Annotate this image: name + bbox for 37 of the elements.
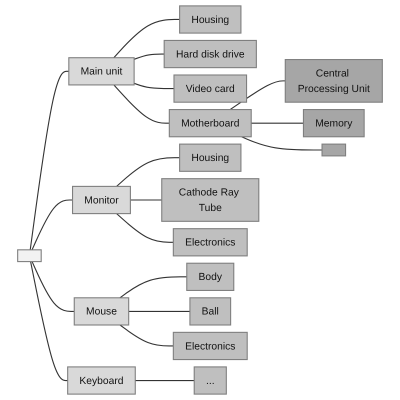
process-box: Cathode Ray Tube <box>161 178 260 222</box>
process-box: Body <box>186 262 234 291</box>
connector-line <box>120 276 187 298</box>
process-box: ... <box>194 366 227 395</box>
empty-box <box>17 249 42 262</box>
connector-line <box>32 199 73 250</box>
connector-line <box>30 261 68 382</box>
process-box: Memory <box>302 109 365 138</box>
connector-line <box>230 80 286 110</box>
process-box: Housing <box>179 144 242 172</box>
process-box: Hard disk drive <box>164 40 257 68</box>
empty-box <box>321 144 346 156</box>
connector-line <box>116 213 174 243</box>
process-box: Housing <box>179 5 242 34</box>
connector-line <box>134 54 164 60</box>
connector-line <box>130 199 162 201</box>
process-box: Video card <box>173 74 248 103</box>
connector-line <box>30 70 69 250</box>
connector-line <box>116 157 180 187</box>
process-box: Motherboard <box>168 109 252 138</box>
connector-line <box>134 82 174 90</box>
connector-line <box>113 18 180 58</box>
process-box: Ball <box>189 297 232 326</box>
process-box: Keyboard <box>67 366 136 395</box>
process-box: Mouse <box>74 297 130 326</box>
process-box: Monitor <box>72 186 131 214</box>
connector-line <box>128 310 190 312</box>
process-box: Electronics <box>172 228 248 256</box>
connector-line <box>32 261 74 312</box>
connector-line <box>113 84 170 124</box>
connector-line <box>251 122 304 124</box>
connector-line <box>241 136 322 151</box>
process-box: Main unit <box>68 57 135 86</box>
connector-line <box>135 380 194 382</box>
process-box: Electronics <box>172 332 248 360</box>
process-box: Central Processing Unit <box>284 59 383 103</box>
connector-line <box>120 324 174 346</box>
